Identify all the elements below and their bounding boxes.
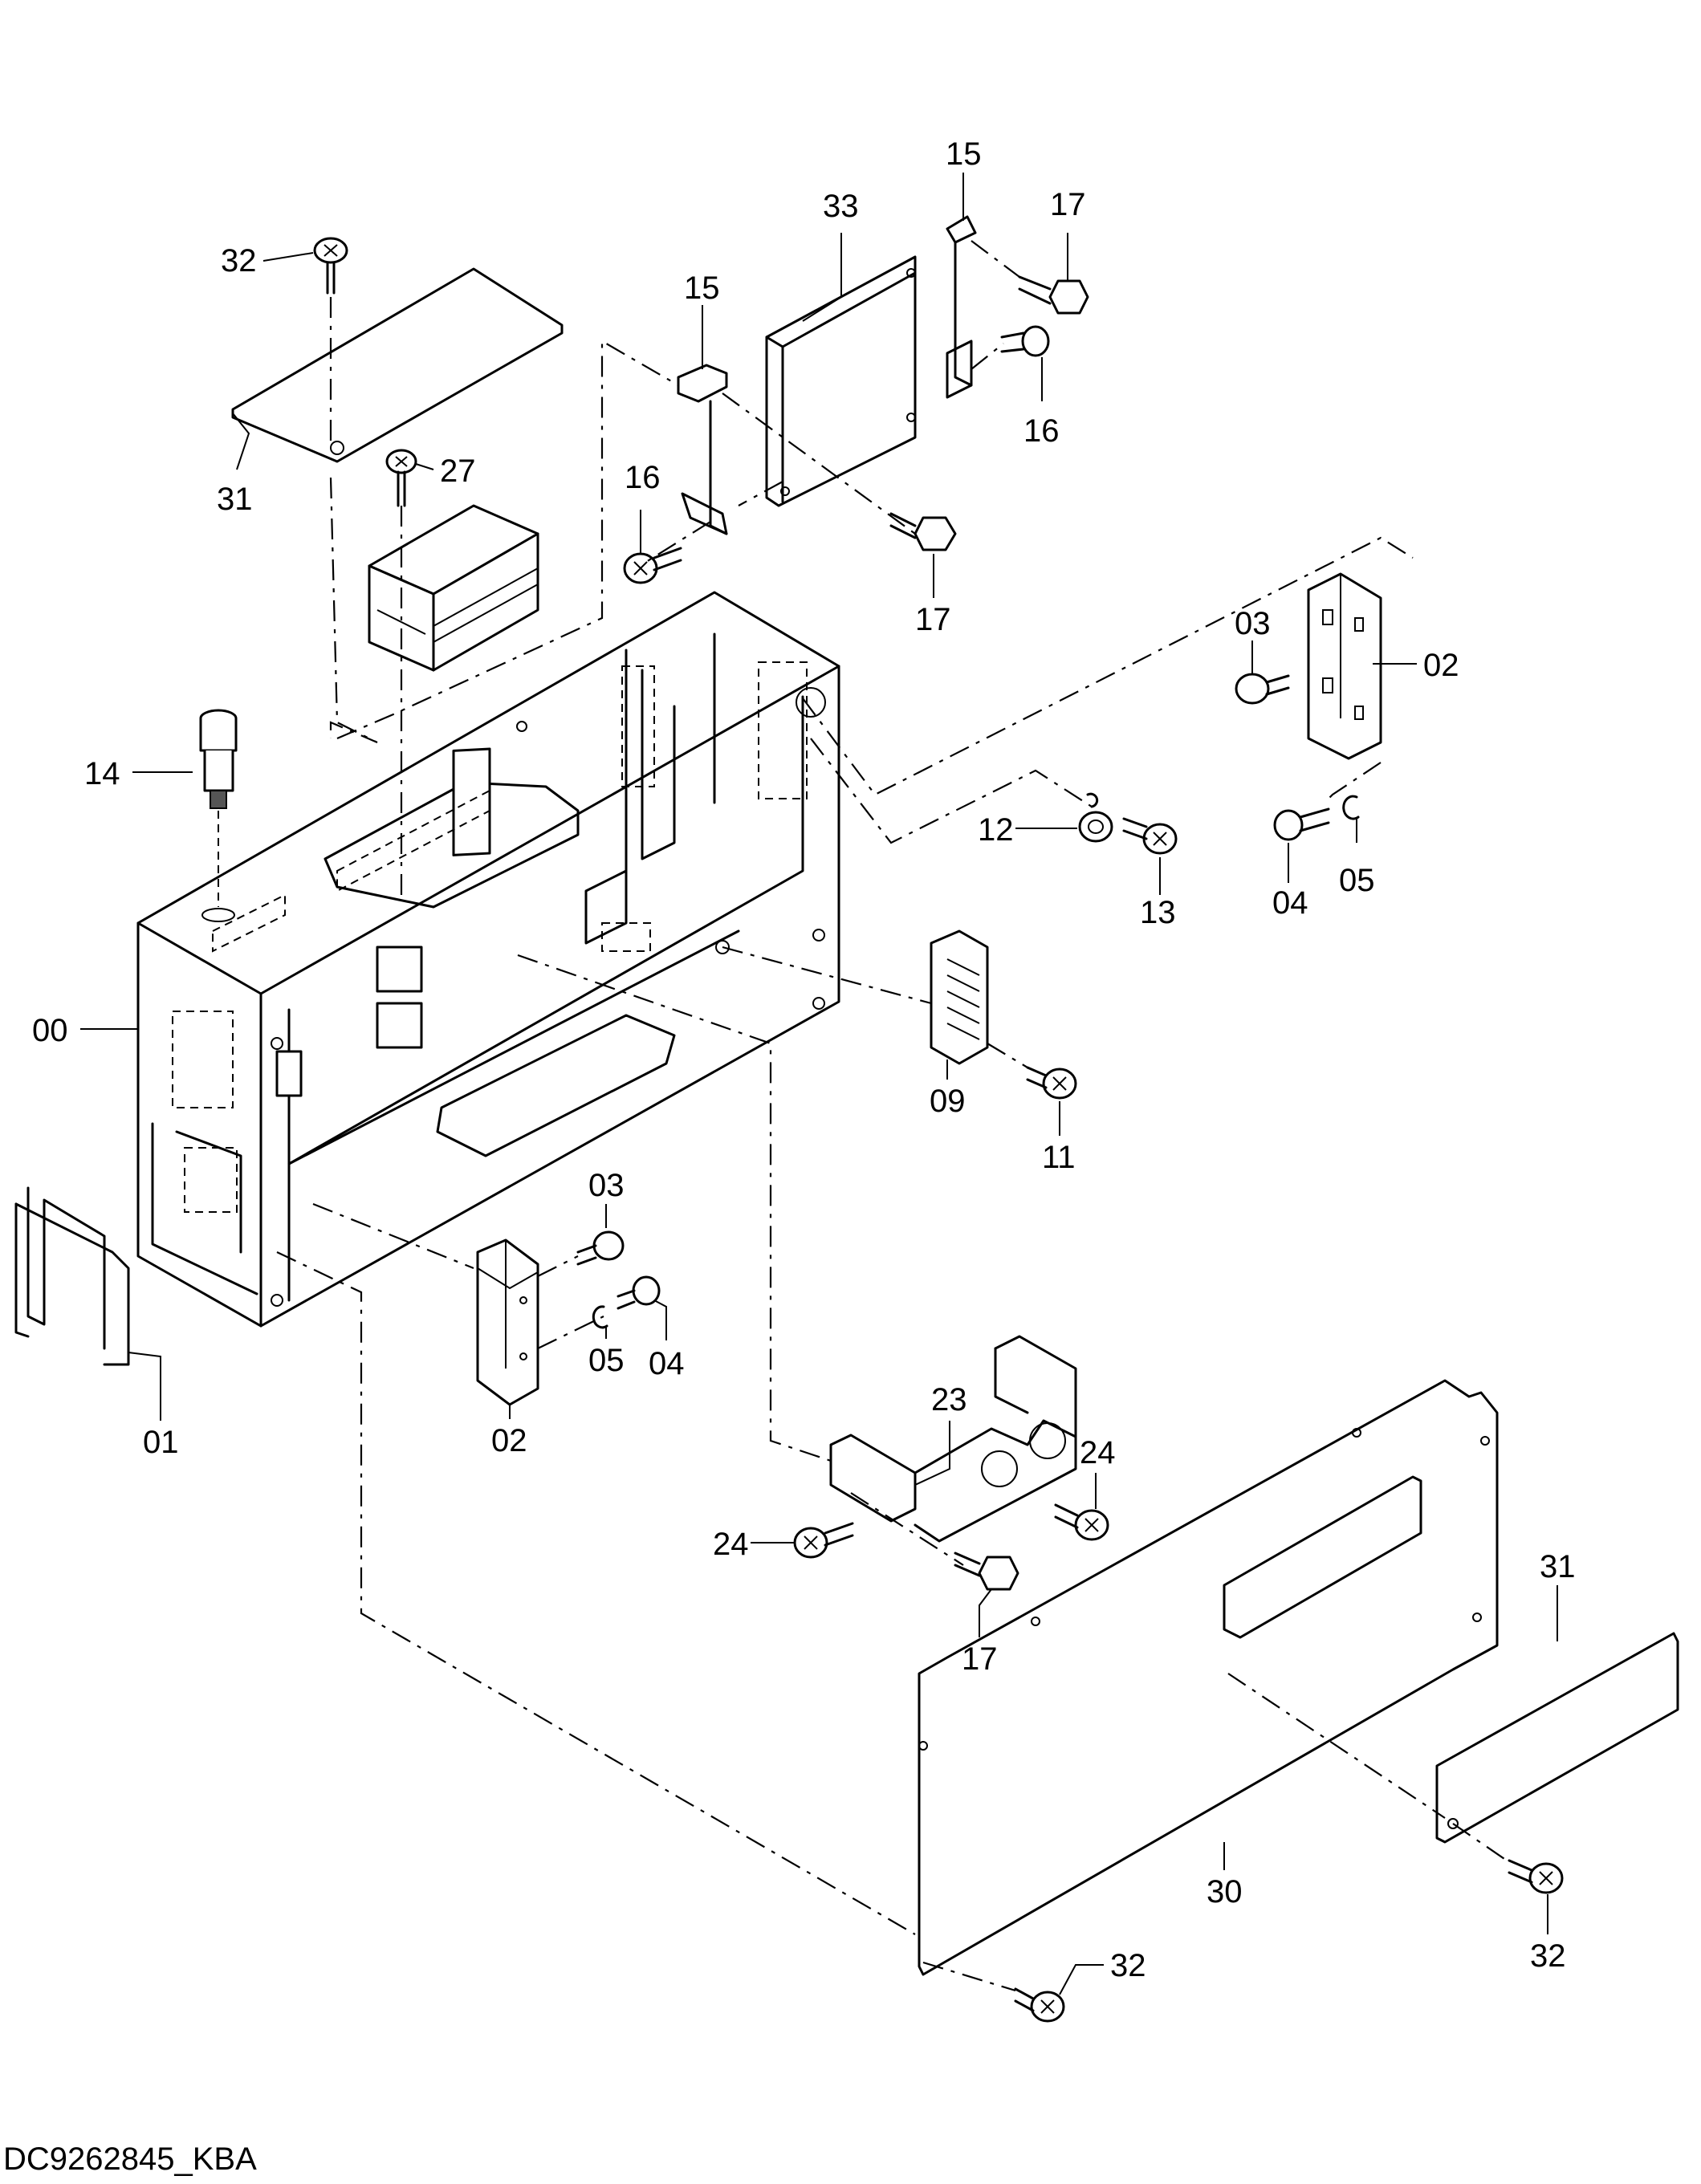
callout-05-right: 05	[1339, 863, 1375, 898]
callout-32-right: 32	[1530, 1938, 1566, 1974]
panel-30	[918, 1379, 1499, 1976]
callout-16-left: 16	[625, 460, 661, 495]
callout-03-lower: 03	[588, 1168, 625, 1203]
seal-01	[14, 1186, 130, 1366]
screw-24-right	[1054, 1503, 1109, 1541]
callout-31-top: 31	[217, 482, 253, 517]
bolt-17-lower	[954, 1552, 1019, 1591]
callout-31-right: 31	[1540, 1549, 1576, 1584]
callout-04-lower: 04	[649, 1346, 685, 1381]
callout-17-lower: 17	[962, 1641, 998, 1677]
callout-32-top: 32	[221, 243, 257, 279]
callout-15-left: 15	[684, 270, 720, 306]
bracket-23	[829, 1335, 1077, 1543]
screw-03-right	[1235, 673, 1290, 705]
callout-24-right: 24	[1080, 1435, 1116, 1470]
callout-17-mid: 17	[915, 602, 951, 637]
callout-02-lower: 02	[491, 1423, 527, 1458]
callout-14: 14	[84, 756, 120, 791]
screw-13	[1122, 817, 1178, 855]
callout-32-bottom: 32	[1110, 1948, 1146, 1983]
callout-15-right: 15	[946, 136, 982, 172]
screw-32-bottom	[1014, 1987, 1065, 2023]
screw-04-right	[1273, 807, 1330, 841]
bracket-15-left	[677, 364, 728, 535]
drawing-code: DC9262845_KBA	[3, 2141, 257, 2177]
callout-labels: 32 31 27 15 33 15 17 16 16 17 03 02 14 1…	[32, 136, 1576, 1983]
assembly-lines	[276, 240, 1510, 1992]
bracket-15-right	[946, 215, 977, 399]
washer-05-lower	[592, 1305, 608, 1329]
callout-02-right: 02	[1423, 648, 1459, 683]
callout-24-left: 24	[713, 1527, 749, 1562]
callout-01: 01	[143, 1425, 179, 1460]
callout-04-right: 04	[1272, 885, 1308, 921]
cover-31-right	[1435, 1632, 1679, 1844]
callout-30: 30	[1207, 1874, 1243, 1909]
callout-13: 13	[1140, 895, 1176, 930]
screw-04-lower	[617, 1275, 661, 1310]
callout-27: 27	[440, 453, 476, 489]
callout-33: 33	[823, 189, 859, 224]
terminal-block-02-lower	[476, 1238, 539, 1406]
callout-05-lower: 05	[588, 1343, 625, 1378]
callout-00: 00	[32, 1013, 68, 1048]
nut-12	[1078, 792, 1113, 843]
callout-03-right: 03	[1235, 606, 1271, 641]
screw-11	[1026, 1066, 1077, 1100]
main-box-00	[136, 591, 840, 1328]
screw-24-left	[793, 1522, 854, 1559]
washer-05-right	[1342, 795, 1360, 820]
screw-32-top	[313, 237, 348, 295]
screw-16-left	[623, 547, 682, 584]
washer-16-right	[1000, 325, 1050, 357]
callout-12: 12	[978, 812, 1014, 848]
callout-23: 23	[931, 1382, 967, 1417]
callout-17-top: 17	[1050, 187, 1086, 222]
screw-03-lower	[576, 1230, 625, 1266]
callout-09: 09	[930, 1084, 966, 1119]
bolt-17-mid	[889, 512, 957, 551]
callout-16-right: 16	[1023, 413, 1060, 449]
leader-lines	[80, 173, 1558, 1995]
bolt-17-top	[1018, 275, 1089, 315]
terminal-block-02-upper	[1307, 572, 1382, 760]
connector-09	[930, 929, 989, 1065]
top-cover-31	[231, 267, 564, 463]
socket-14	[199, 709, 238, 922]
controller-33	[765, 255, 917, 507]
callout-11: 11	[1042, 1140, 1076, 1175]
relay-block-27	[368, 504, 539, 672]
screw-27	[385, 449, 417, 507]
screw-32-right	[1508, 1859, 1564, 1894]
